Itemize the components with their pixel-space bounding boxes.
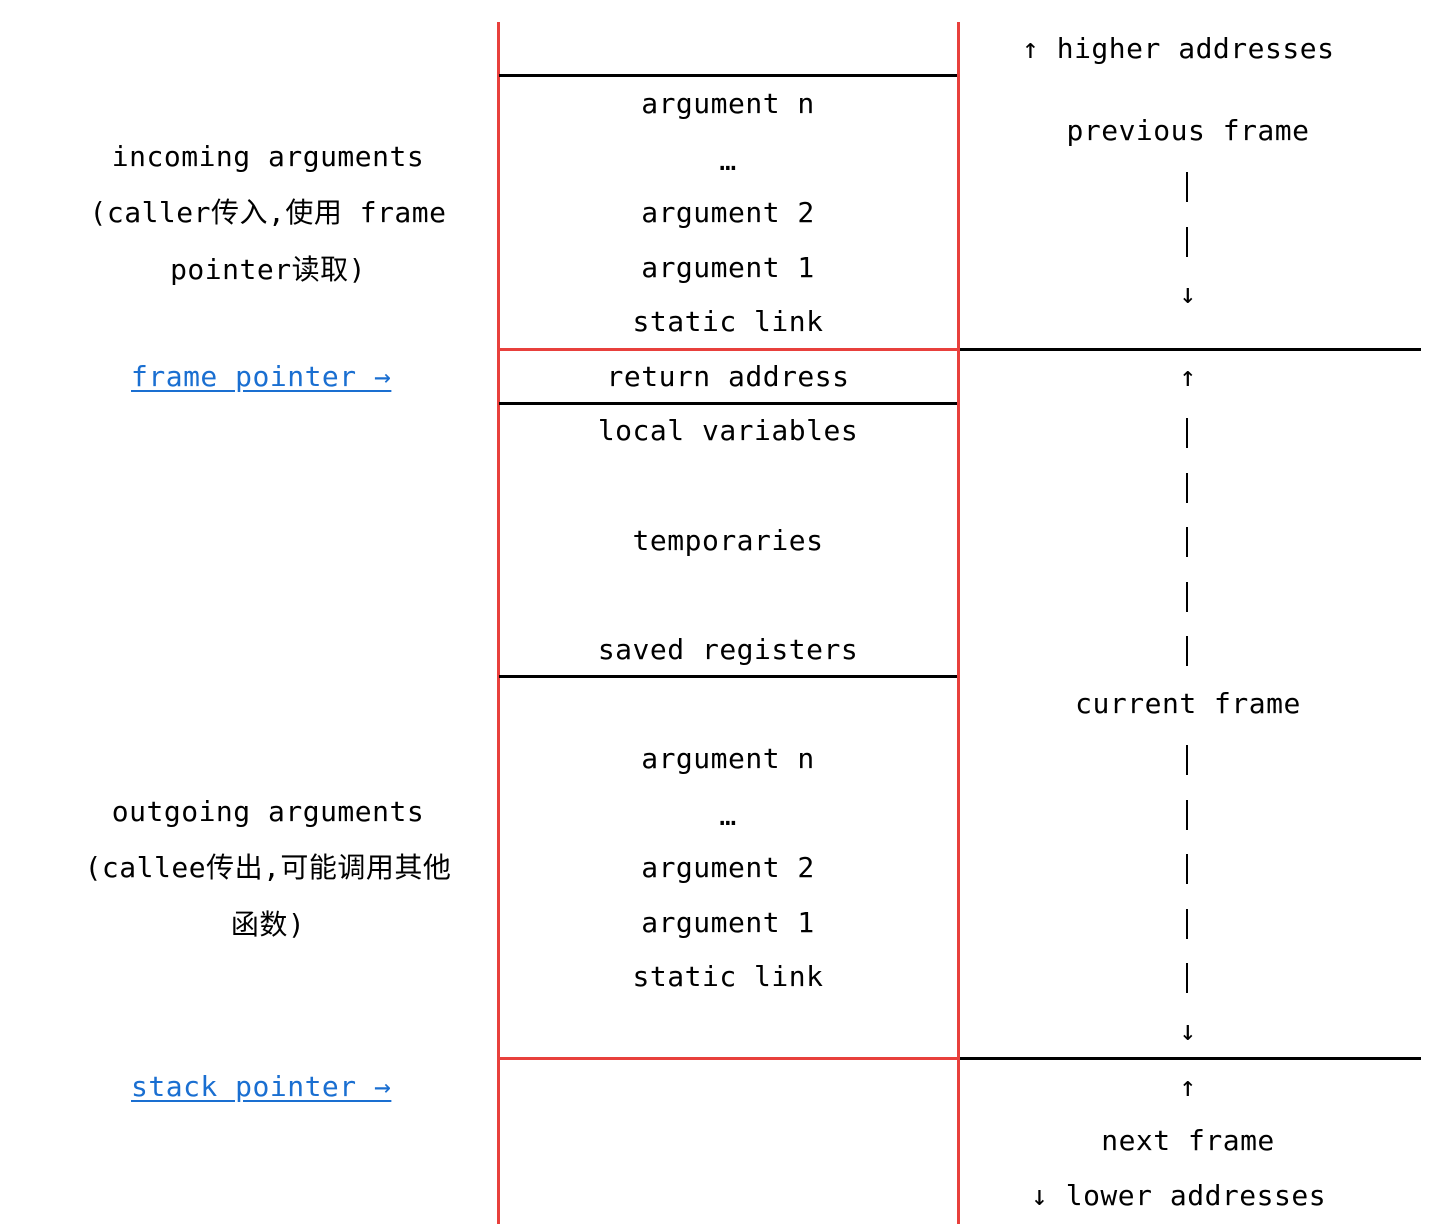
current-frame-label: current frame	[1075, 687, 1301, 720]
previous-frame-span-line	[1186, 227, 1188, 257]
current-frame-span-line	[1186, 963, 1188, 993]
incoming-arguments-label: incoming arguments	[111, 140, 425, 173]
incoming-arguments-note-2: pointer读取)	[170, 253, 366, 286]
lower-addresses-label: ↓ lower addresses	[1031, 1179, 1327, 1212]
cell-local-variables: local variables	[597, 414, 859, 447]
outgoing-arguments-note-1: (callee传出,可能调用其他	[84, 851, 452, 884]
divider-outgoing-top	[499, 675, 957, 678]
previous-frame-label: previous frame	[1066, 114, 1310, 147]
cell-saved-registers: saved registers	[597, 633, 859, 666]
cell-out-ellipsis: …	[719, 799, 737, 832]
current-frame-span-line	[1186, 418, 1188, 448]
current-frame-span-line	[1186, 909, 1188, 939]
cell-in-static-link: static link	[632, 305, 824, 338]
cell-out-argument-n: argument n	[641, 742, 815, 775]
current-frame-span-line	[1186, 582, 1188, 612]
current-frame-span-line	[1186, 527, 1188, 557]
next-frame-label: next frame	[1101, 1124, 1275, 1157]
cell-in-argument-2: argument 2	[641, 196, 815, 229]
cell-temporaries: temporaries	[632, 524, 824, 557]
next-frame-up-arrow: ↑	[1179, 1070, 1197, 1103]
current-frame-span-line	[1186, 636, 1188, 666]
cell-in-argument-1: argument 1	[641, 251, 815, 284]
previous-frame-down-arrow: ↓	[1179, 277, 1197, 310]
current-frame-span-line	[1186, 854, 1188, 884]
divider-frame-pointer	[499, 348, 957, 351]
cell-return-address: return address	[606, 360, 850, 393]
divider-return-address	[499, 402, 957, 405]
cell-in-ellipsis: …	[719, 144, 737, 177]
cell-in-argument-n: argument n	[641, 87, 815, 120]
stack-pointer-link[interactable]: stack pointer →	[131, 1070, 392, 1103]
current-frame-up-arrow: ↑	[1179, 360, 1197, 393]
cell-out-argument-2: argument 2	[641, 851, 815, 884]
incoming-arguments-note-1: (caller传入,使用 frame	[89, 196, 447, 229]
divider-stack-pointer	[499, 1057, 957, 1060]
outgoing-arguments-label: outgoing arguments	[111, 795, 425, 828]
current-frame-down-arrow: ↓	[1179, 1014, 1197, 1047]
higher-addresses-label: ↑ higher addresses	[1022, 32, 1335, 65]
cell-out-static-link: static link	[632, 960, 824, 993]
current-frame-span-line	[1186, 745, 1188, 775]
cell-out-argument-1: argument 1	[641, 906, 815, 939]
divider-incoming-top	[499, 74, 957, 77]
stack-left-border	[497, 22, 500, 1224]
outgoing-arguments-note-2: 函数)	[230, 908, 306, 941]
divider-previous-current	[960, 348, 1421, 351]
previous-frame-span-line	[1186, 172, 1188, 202]
current-frame-span-line	[1186, 800, 1188, 830]
frame-pointer-link[interactable]: frame pointer →	[131, 360, 392, 393]
divider-current-next	[960, 1057, 1421, 1060]
current-frame-span-line	[1186, 473, 1188, 503]
stack-right-border	[957, 22, 960, 1224]
